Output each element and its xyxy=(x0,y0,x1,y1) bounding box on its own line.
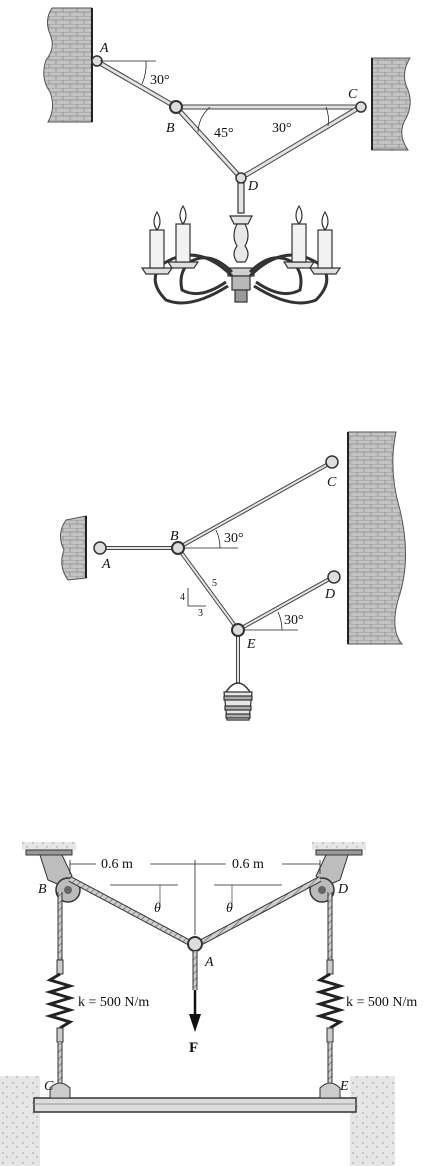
figure-2: B A C D E 30° 30° 4 5 3 xyxy=(60,432,405,720)
ring-C xyxy=(356,102,366,112)
angle-C-30: 30° xyxy=(272,121,292,136)
label-E-3: E xyxy=(339,1079,349,1094)
beam xyxy=(34,1098,356,1112)
label-C-2: C xyxy=(327,475,337,490)
spring-right-label: k = 500 N/m xyxy=(346,995,417,1010)
spring-right xyxy=(320,974,340,1028)
angle-A-30: 30° xyxy=(150,73,170,88)
dim-left: 0.6 m xyxy=(101,857,133,872)
ring-A-3 xyxy=(188,937,202,951)
spring-left-label: k = 500 N/m xyxy=(78,995,149,1010)
slope-hyp: 5 xyxy=(212,578,217,589)
figure-3: 0.6 m 0.6 m θ θ B D A C E k = 500 N/m k … xyxy=(0,842,417,1166)
label-B-3: B xyxy=(38,882,47,897)
label-D-3: D xyxy=(337,882,348,897)
label-D-2: D xyxy=(324,587,335,602)
bucket xyxy=(224,683,252,720)
slope-triangle xyxy=(188,588,206,606)
ring-E-2 xyxy=(232,624,244,636)
slope-run: 3 xyxy=(198,608,203,619)
dim-right: 0.6 m xyxy=(232,857,264,872)
bottom-wall-left xyxy=(0,1076,40,1166)
figure-1: A 30° B 45° 30° C D xyxy=(44,8,411,303)
bottom-wall-right xyxy=(350,1076,395,1166)
left-brick-wall-2 xyxy=(60,516,86,580)
label-A-2: A xyxy=(101,557,111,572)
chandelier xyxy=(142,183,340,303)
ring-B xyxy=(170,101,182,113)
right-brick-wall xyxy=(372,58,410,150)
force-label: F xyxy=(189,1040,198,1056)
ring-D-2 xyxy=(328,571,340,583)
angle-B-45: 45° xyxy=(214,126,234,141)
label-C: C xyxy=(348,87,358,102)
theta-left: θ xyxy=(154,901,161,916)
label-B-2: B xyxy=(170,529,179,544)
ring-A-2 xyxy=(94,542,106,554)
theta-right: θ xyxy=(226,901,233,916)
ring-C-2 xyxy=(326,456,338,468)
ring-D xyxy=(236,173,246,183)
label-D: D xyxy=(247,179,258,194)
label-A: A xyxy=(99,41,109,56)
left-brick-wall xyxy=(44,8,92,122)
label-C-3: C xyxy=(44,1079,54,1094)
angle-B-30: 30° xyxy=(224,531,244,546)
label-B: B xyxy=(166,121,175,136)
spring-left xyxy=(50,974,70,1028)
right-brick-wall-2 xyxy=(348,432,406,644)
angle-E-30: 30° xyxy=(284,613,304,628)
label-A-3: A xyxy=(204,955,214,970)
label-E-2: E xyxy=(246,637,256,652)
slope-rise: 4 xyxy=(180,592,185,603)
